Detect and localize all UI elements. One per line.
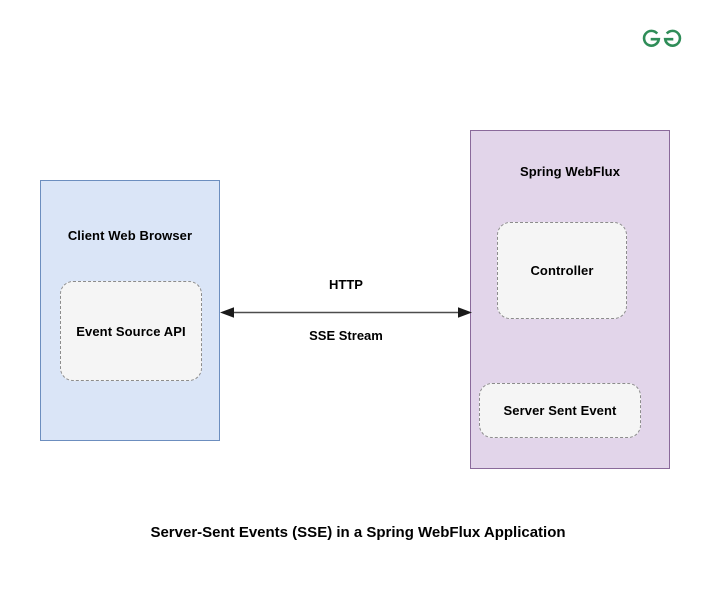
node-event-source-api: Event Source API (60, 281, 202, 381)
client-zone-title: Client Web Browser (67, 228, 193, 243)
connector-label-sse-stream: SSE Stream (309, 328, 383, 343)
server-zone-title: Spring WebFlux (519, 164, 621, 179)
node-server-sent-event: Server Sent Event (479, 383, 641, 438)
node-server-sent-event-label: Server Sent Event (503, 403, 617, 418)
double-headed-arrow-icon (218, 300, 474, 325)
geeksforgeeks-logo-icon (641, 24, 683, 54)
connector-label-http: HTTP (329, 277, 363, 292)
node-event-source-api-label: Event Source API (76, 323, 186, 339)
diagram-caption: Server-Sent Events (SSE) in a Spring Web… (150, 524, 566, 541)
node-controller-label: Controller (530, 263, 594, 278)
node-controller: Controller (497, 222, 627, 319)
